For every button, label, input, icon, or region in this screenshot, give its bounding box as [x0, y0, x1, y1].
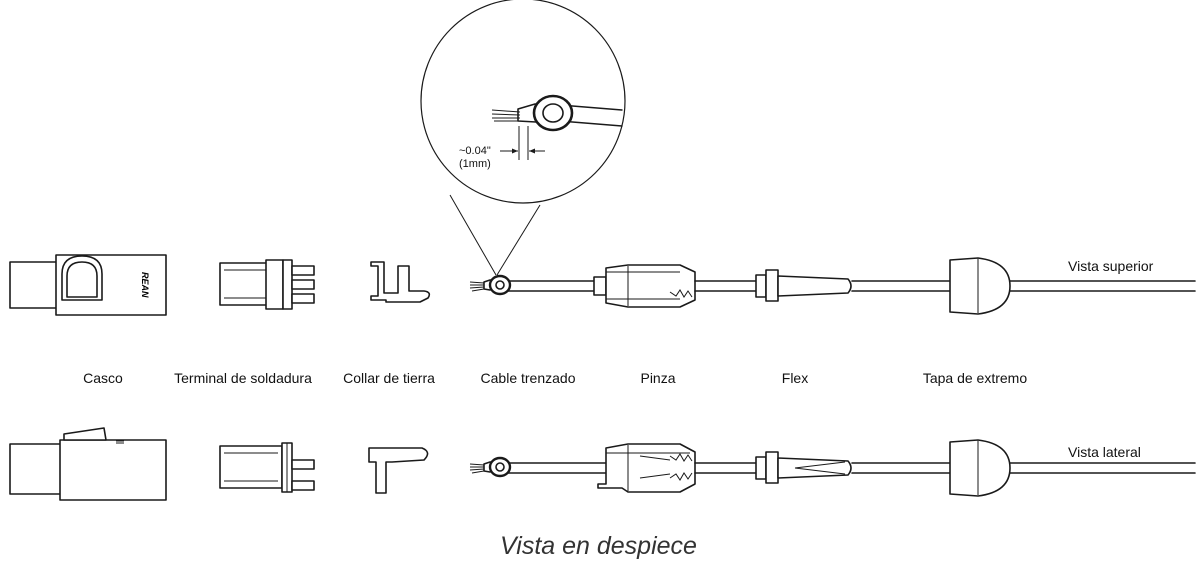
pinza-side [597, 443, 757, 493]
detail-magnifier [420, 0, 626, 276]
cable-top [469, 274, 607, 296]
label-collar: Collar de tierra [343, 370, 435, 386]
view-label-top: Vista superior [1068, 258, 1154, 274]
collar-side [368, 447, 429, 494]
tapa-top [949, 257, 1196, 315]
terminal-side [219, 442, 315, 493]
flex-top [755, 269, 951, 302]
tapa-side [949, 439, 1196, 497]
label-terminal: Terminal de soldadura [174, 370, 312, 386]
label-flex: Flex [781, 370, 809, 386]
cable-side [469, 456, 607, 478]
collar-top [370, 261, 431, 303]
flex-side [755, 451, 951, 484]
label-pinza: Pinza [640, 370, 676, 386]
dimension-inches: ~0.04" [459, 145, 491, 157]
pinza-top [593, 264, 757, 308]
label-casco: Casco [83, 370, 123, 386]
terminal-top [219, 259, 315, 310]
label-cable: Cable trenzado [480, 370, 576, 386]
casco-top: REAN [9, 254, 167, 316]
diagram-title: Vista en despiece [500, 532, 697, 560]
dimension-label: ~0.04" (1mm) [459, 145, 491, 171]
brand-logo: REAN [140, 272, 150, 298]
casco-side [9, 427, 167, 501]
top-view: REAN [9, 254, 1196, 316]
label-tapa: Tapa de extremo [922, 370, 1028, 386]
side-view [9, 427, 1196, 501]
view-label-side: Vista lateral [1068, 444, 1141, 460]
dimension-mm: (1mm) [459, 158, 491, 170]
